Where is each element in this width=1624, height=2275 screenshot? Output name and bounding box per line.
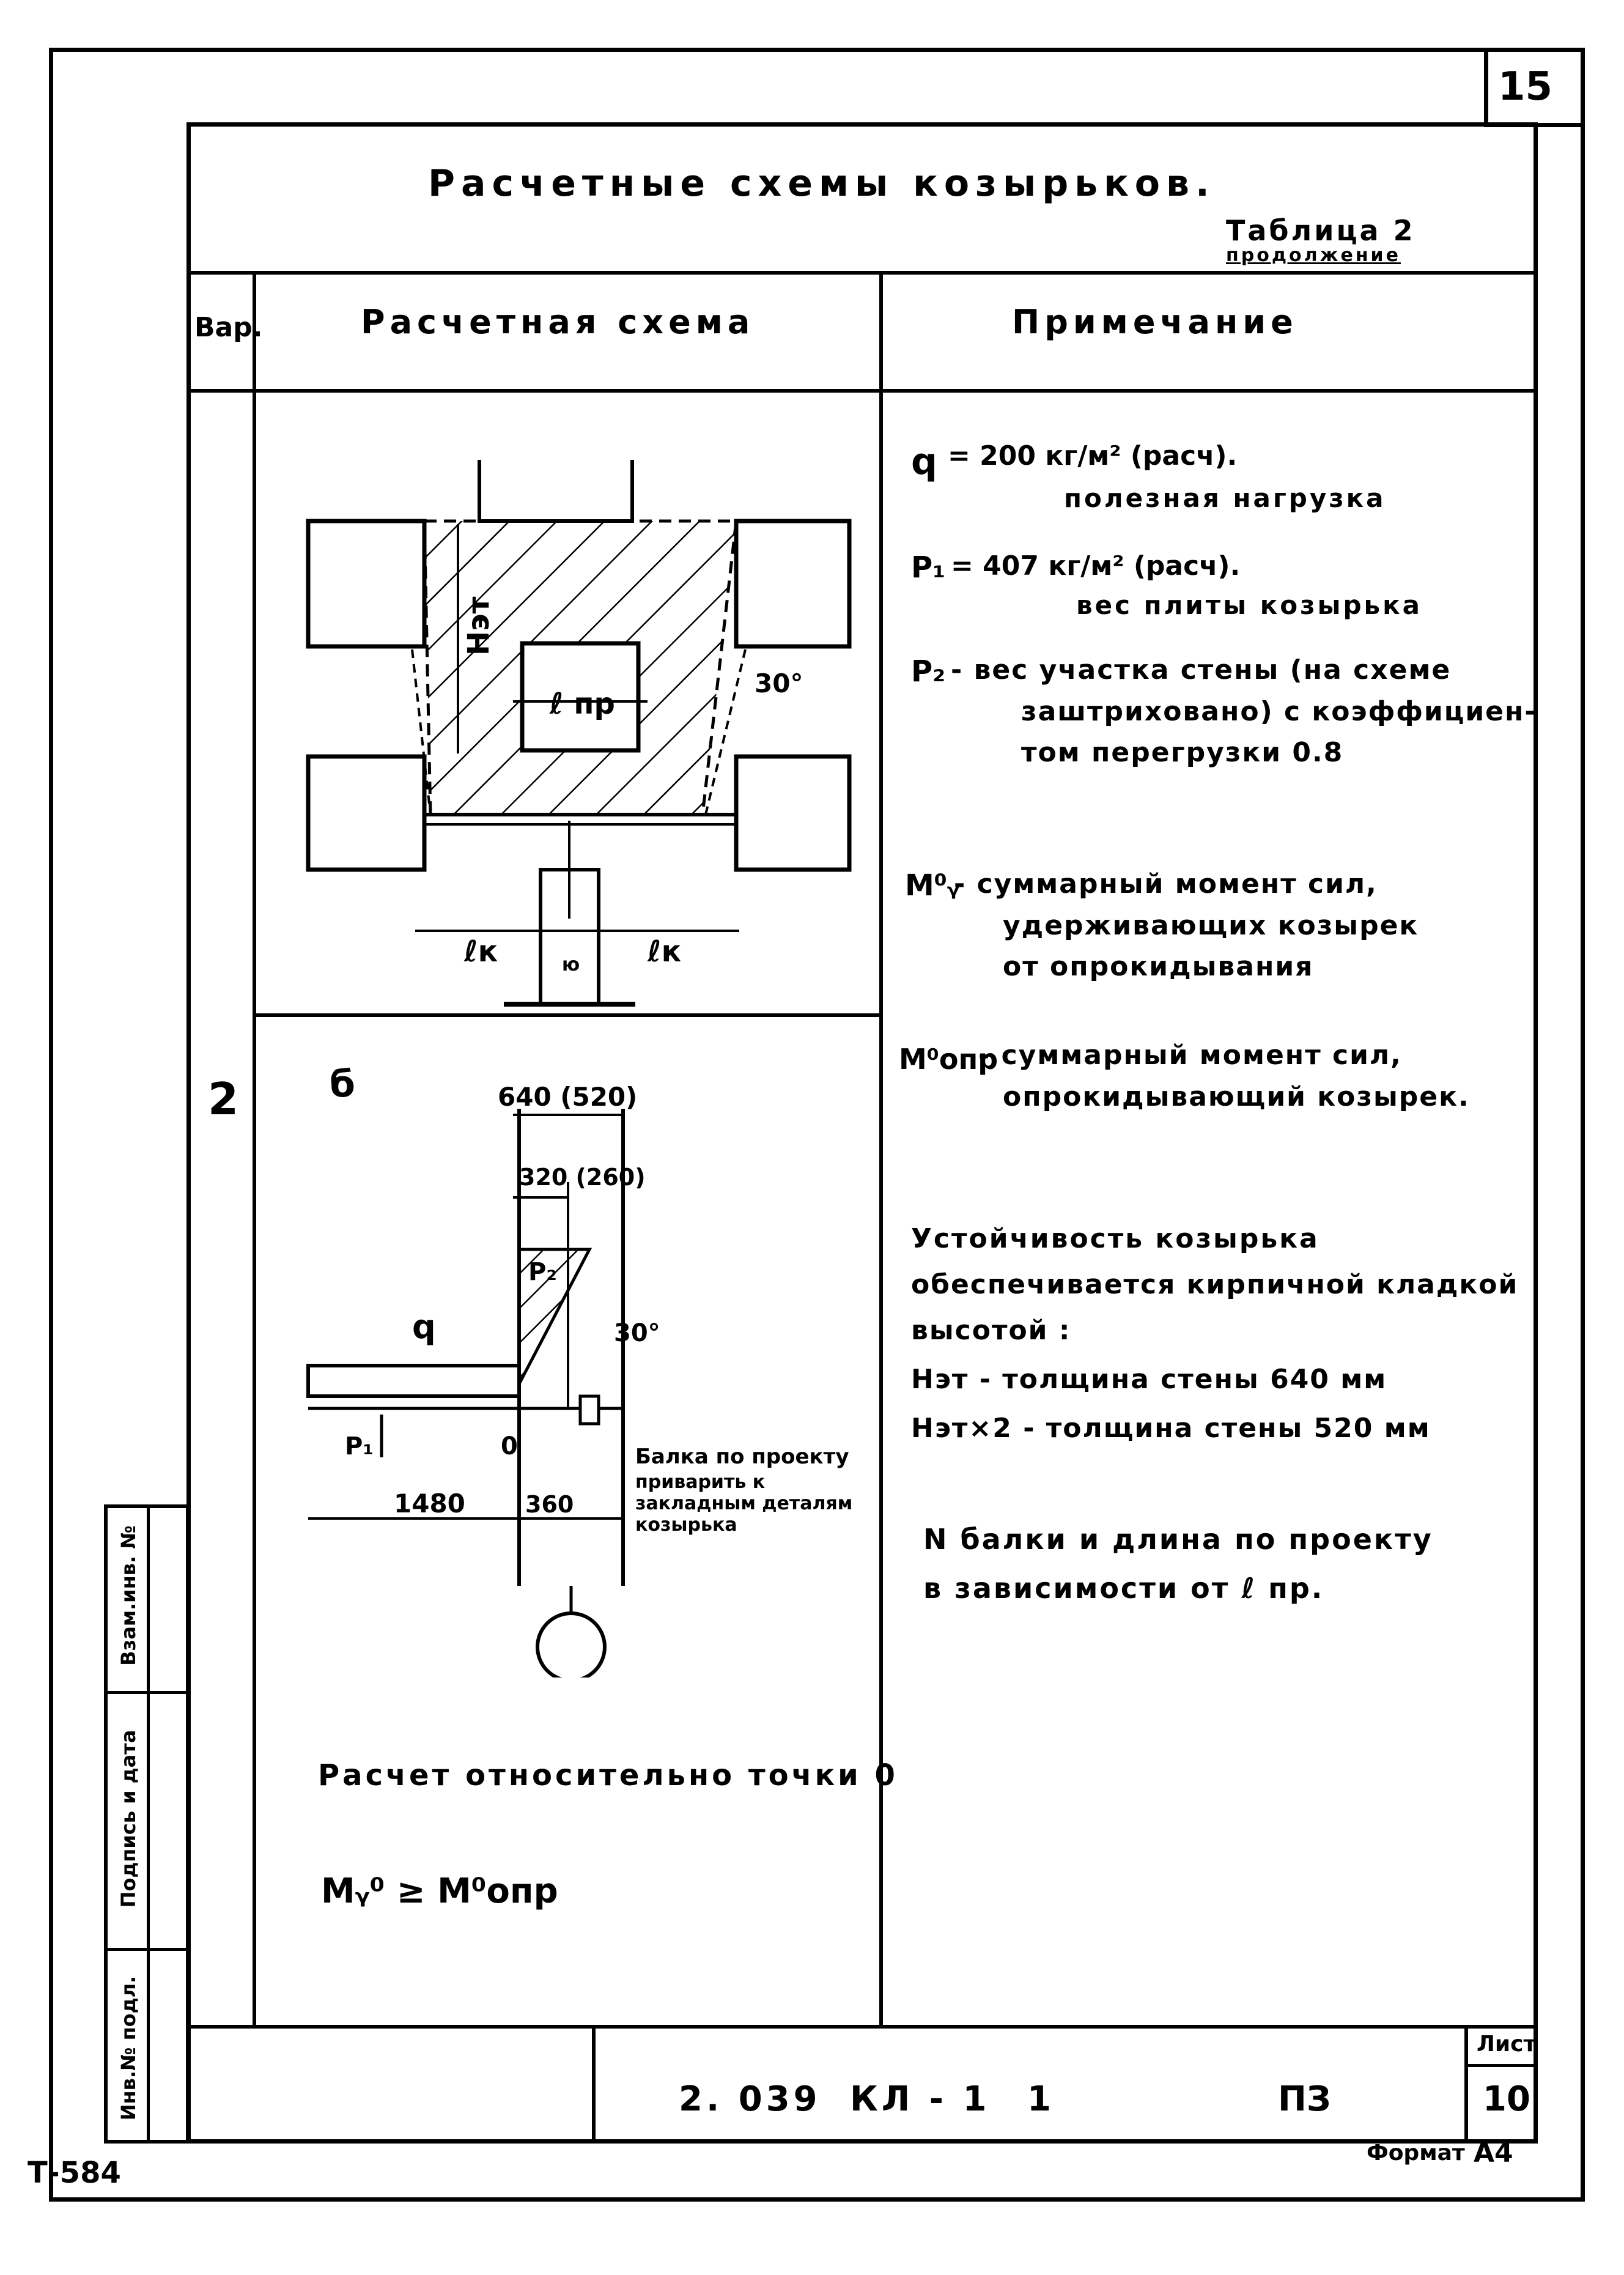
footer-format-value: А4: [1474, 2137, 1513, 2169]
note-my-sub2: от опрокидывания: [1003, 951, 1314, 982]
p2-hatch: [517, 1248, 592, 1385]
inner-frame: [186, 122, 1538, 2144]
sheet-label: Лист: [1477, 2032, 1537, 2057]
stamp-code: 2. 039: [679, 2079, 821, 2119]
window-top-right: [734, 519, 852, 649]
stability-line-4: Нэт - толщина стены 640 мм: [911, 1364, 1387, 1395]
note-p2-symbol: P₂: [911, 654, 946, 689]
footer-left: Т-584: [28, 2156, 121, 2190]
side-stamp-sign: Подпись и дата: [117, 1729, 140, 1908]
table-caption-1: Таблица 2: [1226, 214, 1415, 247]
note-p2-sub: заштриховано) с коэффициен-: [1021, 696, 1537, 727]
beam-note-line-1: N балки и длина по проекту: [923, 1523, 1433, 1556]
dim-half: 320 (260): [519, 1164, 646, 1191]
beam-note-1: Балка по проекту: [635, 1445, 849, 1469]
note-col-line: [879, 271, 883, 2025]
table-caption-2: продолжение: [1226, 245, 1401, 266]
stability-line-3: высотой :: [911, 1315, 1071, 1346]
note-mopr-symbol: M⁰опр: [899, 1043, 998, 1076]
stamp-issue: 1: [1027, 2079, 1051, 2119]
outer-frame: [49, 48, 1585, 2202]
beam-note-3: закладным деталям: [635, 1493, 852, 1514]
window-top-left: [306, 519, 427, 649]
note-q-sub: полезная нагрузка: [1064, 483, 1386, 513]
side-stamp-inv: Инв.№ подл.: [117, 1975, 140, 2121]
sheet-number: 10: [1483, 2079, 1530, 2119]
note-mopr-text: - суммарный момент сил,: [978, 1040, 1402, 1071]
beam-note-2: приварить к: [635, 1471, 765, 1493]
calc-formula: Mᵧ⁰ ≥ M⁰опр: [321, 1871, 558, 1911]
note-p2-sub2: том перегрузки 0.8: [1021, 737, 1344, 768]
footer-format: Формат: [1367, 2140, 1465, 2166]
variant-col-line: [253, 271, 256, 2025]
beam-note-line-2: в зависимости от ℓ пр.: [923, 1572, 1324, 1605]
header-scheme: Расчетная схема: [361, 303, 755, 341]
dim-360: 360: [525, 1491, 574, 1518]
beam-note-4: козырька: [635, 1514, 737, 1536]
stability-line-1: Устойчивость козырька: [911, 1223, 1320, 1254]
note-my-symbol: M⁰ᵧ: [905, 868, 960, 903]
note-my-sub: удерживающих козырек: [1003, 910, 1419, 941]
label-p2: P₂: [528, 1258, 557, 1286]
note-my-text: - суммарный момент сил,: [954, 868, 1378, 900]
plan-scheme: Нэт ℓ пр 30° ℓк ℓк ю: [306, 460, 852, 1007]
note-q-symbol: q: [911, 440, 937, 483]
variant-number: 2: [208, 1073, 239, 1125]
section-scheme: б 640 (520) 320 (260) P₂ 30° q P₁ 0 1480…: [306, 1063, 852, 1678]
side-stamp-divider-v: [147, 1504, 150, 2144]
sheet-box-divider: [1464, 2064, 1538, 2067]
dim-1480: 1480: [394, 1489, 465, 1519]
header-note: Примечание: [1012, 303, 1298, 341]
window-bottom-left: [306, 754, 427, 872]
title: Расчетные схемы козырьков.: [428, 162, 1216, 205]
note-p1-text: = 407 кг/м² (расч).: [951, 550, 1241, 582]
section-marker: б: [330, 1063, 355, 1106]
note-p1-symbol: P₁: [911, 550, 946, 585]
note-p2-text: - вес участка стены (на схеме: [951, 654, 1452, 686]
label-q: q: [412, 1308, 436, 1346]
corner-number: 15: [1498, 64, 1553, 109]
top-post: [478, 460, 634, 523]
stability-line-5: Нэт×2 - толщина стены 520 мм: [911, 1413, 1431, 1444]
calc-caption: Расчет относительно точки 0: [318, 1758, 898, 1792]
window-bottom-right: [734, 754, 852, 872]
scheme-split-line: [253, 1013, 882, 1017]
side-stamp-replace: Взам.инв. №: [117, 1525, 140, 1666]
beam-embed: [578, 1394, 600, 1426]
note-q-text: = 200 кг/м² (расч).: [948, 440, 1238, 472]
label-het: Нэт: [462, 596, 496, 656]
sheet-box: [1464, 2025, 1538, 2144]
note-mopr-sub: опрокидывающий козырек.: [1003, 1081, 1470, 1112]
header-top-line: [186, 271, 1538, 275]
label-angle: 30°: [755, 668, 803, 698]
stamp-series: КЛ - 1: [850, 2079, 991, 2119]
label-lpr: ℓ пр: [549, 687, 615, 721]
angle-left: [411, 649, 432, 815]
stamp-top-line: [186, 2025, 1538, 2029]
stamp-doc: ПЗ: [1278, 2079, 1331, 2119]
label-o: 0: [501, 1432, 518, 1460]
label-p1: P₁: [345, 1432, 374, 1460]
note-p1-sub: вес плиты козырька: [1076, 590, 1422, 620]
header-bottom-line: [186, 389, 1538, 393]
label-lk-right: ℓк: [647, 934, 681, 969]
header-variant: Вар.: [194, 312, 263, 343]
slab: [306, 1364, 521, 1398]
label-lk-left: ℓк: [463, 934, 498, 969]
side-stamp-divider-1: [104, 1691, 190, 1694]
axis-circle: [536, 1611, 607, 1678]
label-angle-section: 30°: [614, 1319, 660, 1347]
door-opening: [520, 641, 641, 753]
label-center: ю: [562, 954, 580, 975]
stamp-divider: [592, 2025, 596, 2144]
dim-total: 640 (520): [498, 1082, 637, 1112]
stability-line-2: обеспечивается кирпичной кладкой: [911, 1269, 1519, 1300]
side-stamp-divider-2: [104, 1948, 190, 1951]
